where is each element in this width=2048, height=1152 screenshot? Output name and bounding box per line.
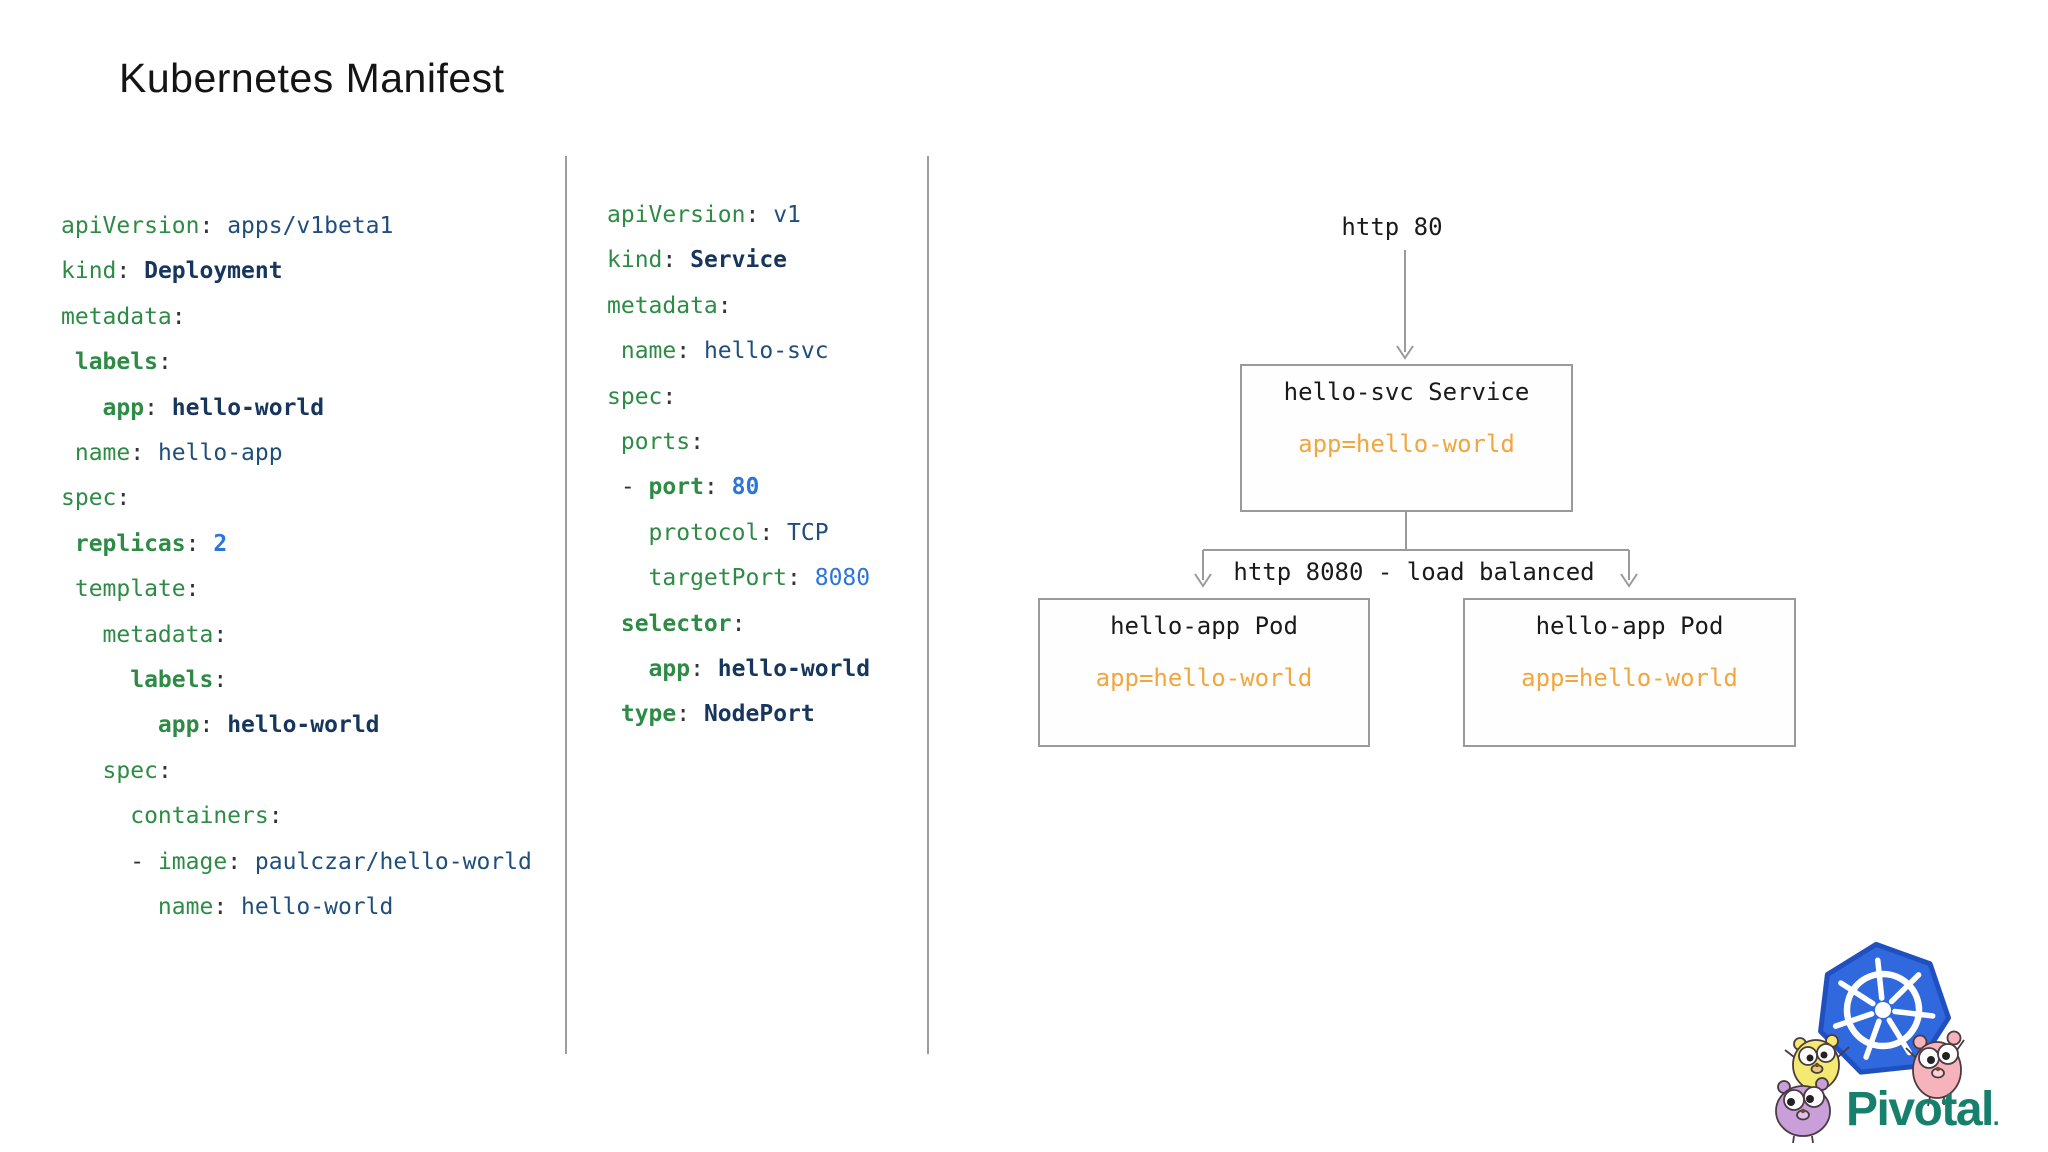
service-box: hello-svc Service app=hello-world	[1240, 364, 1573, 512]
arrowhead	[1620, 573, 1638, 588]
ship-wheel-icon	[1832, 957, 1936, 1060]
code-line: type: NodePort	[607, 701, 815, 728]
pod-box-selector: app=hello-world	[1095, 664, 1313, 692]
pod-box: hello-app Pod app=hello-world	[1038, 598, 1370, 747]
code-line: app: hello-world	[61, 712, 380, 739]
code-line: replicas: 2	[61, 530, 228, 557]
service-box-selector: app=hello-world	[1298, 430, 1515, 458]
flow-arrows	[1194, 250, 1638, 588]
pivotal-tm-mark: .	[1992, 1104, 2000, 1131]
code-line: kind: Deployment	[61, 258, 283, 285]
service-box-title: hello-svc Service	[1283, 378, 1530, 406]
code-line: labels:	[61, 667, 228, 694]
code-line: - image: paulczar/hello-world	[61, 848, 532, 875]
code-line: targetPort: 8080	[607, 565, 871, 592]
code-line: name: hello-app	[61, 440, 283, 467]
page-title: Kubernetes Manifest	[119, 55, 505, 101]
arrowhead	[1396, 345, 1414, 360]
pod-box: hello-app Pod app=hello-world	[1463, 598, 1796, 747]
code-line: labels:	[61, 349, 172, 376]
code-line: - port: 80	[607, 474, 760, 501]
code-line: selector:	[607, 610, 746, 637]
pivotal-text: Pivotal	[1846, 1083, 1994, 1136]
kubernetes-logo	[1775, 941, 1965, 1144]
code-line: metadata:	[61, 303, 186, 330]
code-line: apiVersion: v1	[607, 202, 801, 228]
code-line: protocol: TCP	[607, 519, 829, 546]
column-divider	[565, 156, 567, 1054]
gopher-pink	[1905, 1030, 1965, 1107]
column-divider	[927, 156, 929, 1054]
pod-box-selector: app=hello-world	[1521, 664, 1738, 692]
gopher-yellow	[1784, 1034, 1850, 1091]
code-line: metadata:	[607, 292, 732, 319]
code-line: metadata:	[61, 621, 228, 648]
pod-box-title: hello-app Pod	[1535, 612, 1724, 640]
load-balanced-label: http 8080 - load balanced	[1233, 558, 1595, 586]
pivotal-wordmark: Pivotal.	[1846, 1082, 2000, 1137]
code-line: apiVersion: apps/v1beta1	[61, 213, 394, 239]
code-line: ports:	[607, 429, 704, 456]
http-80-label: http 80	[1341, 213, 1443, 241]
code-line: app: hello-world	[607, 656, 871, 683]
code-line: spec:	[61, 485, 131, 512]
pod-box-title: hello-app Pod	[1110, 612, 1298, 640]
arrowhead	[1194, 573, 1212, 588]
gopher-purple	[1775, 1077, 1831, 1144]
code-line: spec:	[607, 383, 677, 410]
code-line: template:	[61, 576, 200, 603]
deployment-yaml: apiVersion: apps/v1beta1 kind: Deployment…	[61, 204, 532, 931]
code-line: kind: Service	[607, 247, 788, 274]
service-yaml: apiVersion: v1 kind: Service metadata: nam…	[607, 193, 870, 738]
code-line: name: hello-svc	[607, 338, 829, 365]
code-line: app: hello-world	[61, 394, 325, 421]
code-line: name: hello-world	[61, 894, 394, 921]
code-line: spec:	[61, 757, 172, 784]
code-line: containers:	[61, 803, 283, 830]
